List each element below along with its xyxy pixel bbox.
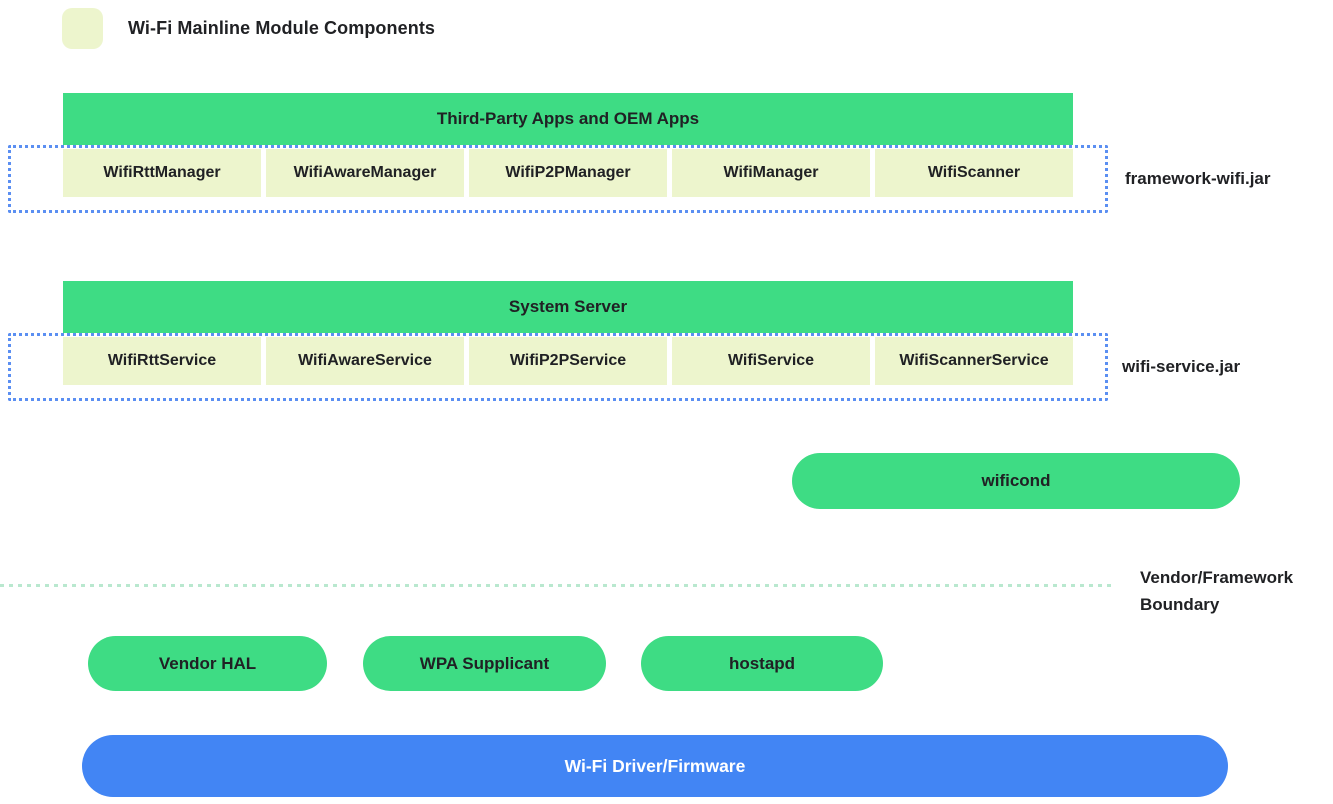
system-server-bar: System Server (63, 281, 1073, 333)
wpa-supplicant-pill: WPA Supplicant (363, 636, 606, 691)
wifi-driver-firmware-bar: Wi-Fi Driver/Firmware (82, 735, 1228, 797)
vendor-framework-boundary-label: Vendor/Framework Boundary (1140, 564, 1293, 618)
box-wifip2pservice: WifiP2PService (469, 337, 667, 385)
diagram-title: Wi-Fi Mainline Module Components (128, 18, 436, 38)
vendor-hal-pill: Vendor HAL (88, 636, 327, 691)
box-wifirttmanager: WifiRttManager (63, 149, 261, 197)
box-wifiservice: WifiService (672, 337, 870, 385)
box-wifiawareservice: WifiAwareService (266, 337, 464, 385)
box-wifiawaremanager: WifiAwareManager (266, 149, 464, 197)
boundary-label-line1: Vendor/Framework (1140, 568, 1294, 587)
box-wifiscanner: WifiScanner (875, 149, 1073, 197)
box-wifiscannerservice: WifiScannerService (875, 337, 1073, 385)
wifi-service-box-row: WifiRttService WifiAwareService WifiP2PS… (63, 337, 1073, 385)
legend-module-swatch (62, 8, 103, 49)
boundary-label-line2: Boundary (1140, 595, 1220, 614)
framework-wifi-jar-label: framework-wifi.jar (1125, 169, 1271, 188)
wifi-service-jar-label: wifi-service.jar (1122, 357, 1241, 376)
vendor-framework-boundary-line (0, 584, 1115, 587)
box-wifip2pmanager: WifiP2PManager (469, 149, 667, 197)
box-wifimanager: WifiManager (672, 149, 870, 197)
box-wifirttservice: WifiRttService (63, 337, 261, 385)
wifi-service-jar-boundary (8, 333, 1108, 401)
third-party-apps-bar: Third-Party Apps and OEM Apps (63, 93, 1073, 145)
hostapd-pill: hostapd (641, 636, 883, 691)
framework-wifi-box-row: WifiRttManager WifiAwareManager WifiP2PM… (63, 149, 1073, 197)
framework-wifi-jar-boundary (8, 145, 1108, 213)
wificond-pill: wificond (792, 453, 1240, 509)
